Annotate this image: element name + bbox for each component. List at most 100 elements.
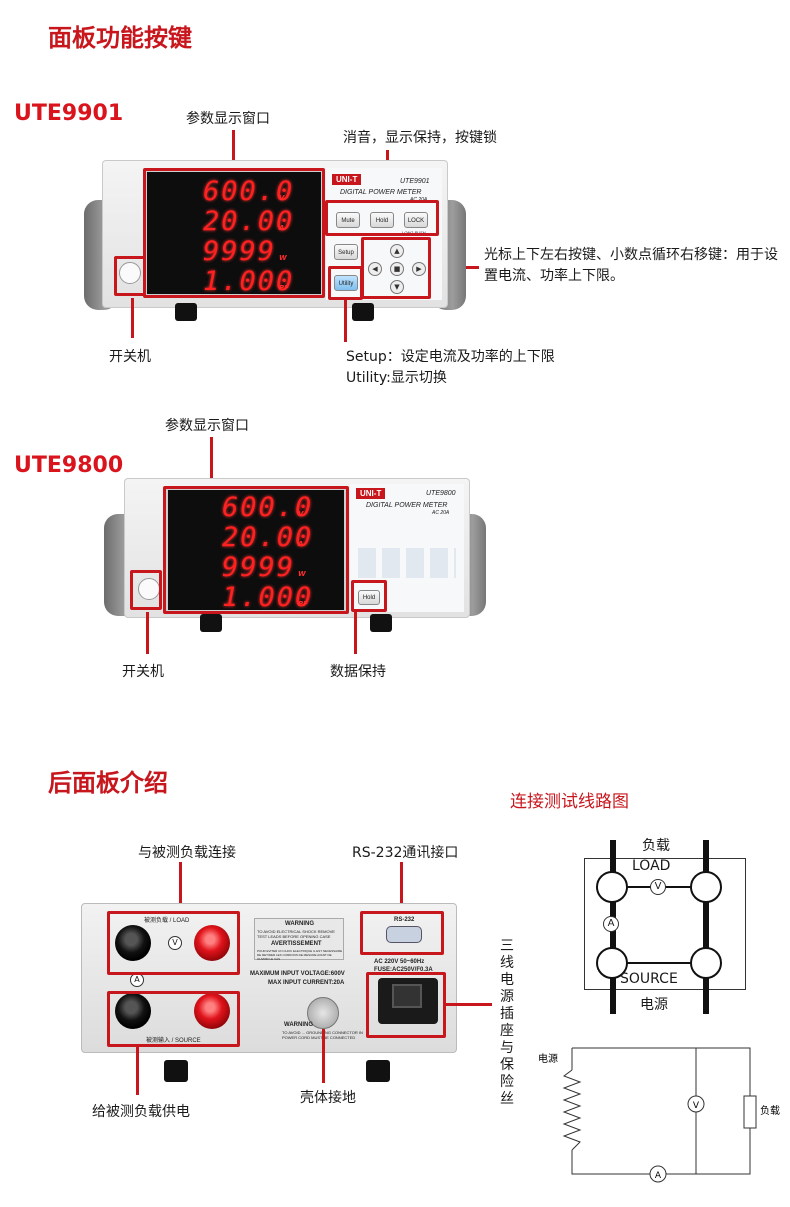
schematic-source-label: 电源 [538,1052,558,1065]
leader-line [322,1029,325,1083]
max-voltage: MAXIMUM INPUT VOLTAGE:600V [250,971,345,977]
load-en-label: LOAD [632,858,671,874]
highlight-source-terminals [107,991,240,1047]
left-arrow-icon[interactable]: ◀ [368,262,382,276]
voltmeter-symbol: V [650,879,666,895]
highlight-display [163,486,349,614]
leader-line [344,300,347,342]
connection-frame [584,858,746,990]
highlight-power [130,570,162,610]
unit-voltage: V [279,194,285,202]
reading-voltage: 600.0 [222,492,314,523]
source-terminal-black[interactable] [115,993,151,1029]
parameter-display: 600.0 V 20.00 A 9999 W 1.000 PF [166,488,346,613]
reading-power: 9999 [203,236,277,267]
leader-line [400,862,403,912]
down-arrow-icon[interactable]: ▼ [390,280,404,294]
reading-pf: 1.000 [222,582,314,613]
highlight-function-keys [325,200,439,236]
hold-key[interactable]: Hold [370,212,394,228]
enter-key-icon[interactable]: ■ [390,262,404,276]
label-rs232: RS-232通讯接口 [352,845,459,861]
model-print: UTE9800 [426,490,456,497]
schematic-wire-outer [571,1047,751,1175]
source-terminal-red[interactable] [194,993,230,1029]
model-ute9800-title: UTE9800 [14,453,124,478]
unit-power: W [298,570,306,578]
rs232-print: RS-232 [394,917,415,923]
brand-logo: UNI-T [356,488,386,499]
label-power-9800: 开关机 [122,664,164,680]
lock-key[interactable]: LOCK [404,212,428,228]
label-ground: 壳体接地 [300,1090,356,1106]
label-hold-9800: 数据保持 [330,664,386,680]
label-power-9901: 开关机 [109,349,151,365]
device-foot [175,303,197,321]
long-push-note: LONG PUSH [402,230,426,235]
v-symbol-icon: V [168,936,182,950]
load-terminal-red[interactable] [194,925,230,961]
load-terminal-black[interactable] [115,925,151,961]
highlight-power [114,256,146,296]
device-foot [164,1060,188,1082]
device-foot [352,303,374,321]
unit-pf: PF [298,600,308,608]
label-utility: Utility:显示切换 [346,370,447,386]
section-rear-title: 后面板介绍 [48,769,168,797]
device-foot [200,614,222,632]
utility-key[interactable]: Utility [334,275,358,291]
warning-title: WARNING [285,921,314,927]
range-print: AC 20A [432,510,450,516]
ammeter-symbol: A [603,916,619,932]
schematic-load-resistor [743,1095,757,1129]
unit-pf: PF [279,284,289,292]
schematic-v-label: V [693,1101,700,1111]
rs232-port[interactable] [386,926,422,943]
leader-line [210,437,213,485]
terminal-node [690,871,722,903]
reading-voltage: 600.0 [203,176,295,207]
warning-label: WARNING TO AVOID ELECTRICAL SHOCK REMOVE… [254,918,344,961]
terminal-node [596,947,628,979]
leader-line [232,130,235,170]
leader-line [446,1003,492,1006]
up-arrow-icon[interactable]: ▲ [390,244,404,258]
ground-warning: WARNING [284,1022,313,1028]
schematic-svg: V A 电源 负载 [538,1047,780,1183]
reading-power: 9999 [222,552,296,583]
unit-power: W [279,254,287,262]
mute-key[interactable]: Mute [336,212,360,228]
label-setup: Setup：设定电流及功率的上下限 [346,349,555,365]
highlight-utility [328,266,363,300]
label-mute-hold-lock: 消音，显示保持，按键锁 [343,130,497,146]
reading-pf: 1.000 [203,266,295,297]
hold-key[interactable]: Hold [358,590,380,605]
source-en-label: SOURCE [620,971,678,987]
power-button[interactable] [119,262,141,284]
right-arrow-icon[interactable]: ▶ [412,262,426,276]
circuit-title: 连接测试线路图 [510,792,629,812]
schematic-voltmeter [687,1095,705,1113]
leader-line [131,298,134,338]
model-print: UTE9901 [400,178,430,185]
schematic-load-label: 负载 [760,1104,780,1117]
reading-current: 20.00 [203,206,295,237]
label-display-window-9901: 参数显示窗口 [186,111,270,127]
leader-line [146,612,149,654]
ground-screw-icon[interactable] [307,997,339,1029]
leader-line [136,1047,139,1095]
load-cn-label: 负载 [642,838,670,854]
leader-line [354,610,357,654]
load-panel-label: 被测负载 / LOAD [144,918,190,924]
ac-rating: AC 220V 50~60Hz [374,959,425,965]
highlight-display [143,168,325,298]
source-panel-label: 被测输入 / SOURCE [146,1038,201,1044]
highlight-arrow-keys [361,237,431,299]
bottom-wire [614,962,706,964]
schematic-source-coil [562,1069,582,1151]
label-power-fuse: 三线电源插座与保险丝 [500,938,514,1107]
setup-key[interactable]: Setup [334,244,358,260]
ground-text: TO AVOID ... GROUNDING CONNECTOR IN POWE… [282,1030,363,1040]
parameter-display: 600.0 V 20.00 A 9999 W 1.000 PF [145,170,323,297]
warning-text: TO AVOID ELECTRICAL SHOCK REMOVE TEST LE… [257,929,335,939]
